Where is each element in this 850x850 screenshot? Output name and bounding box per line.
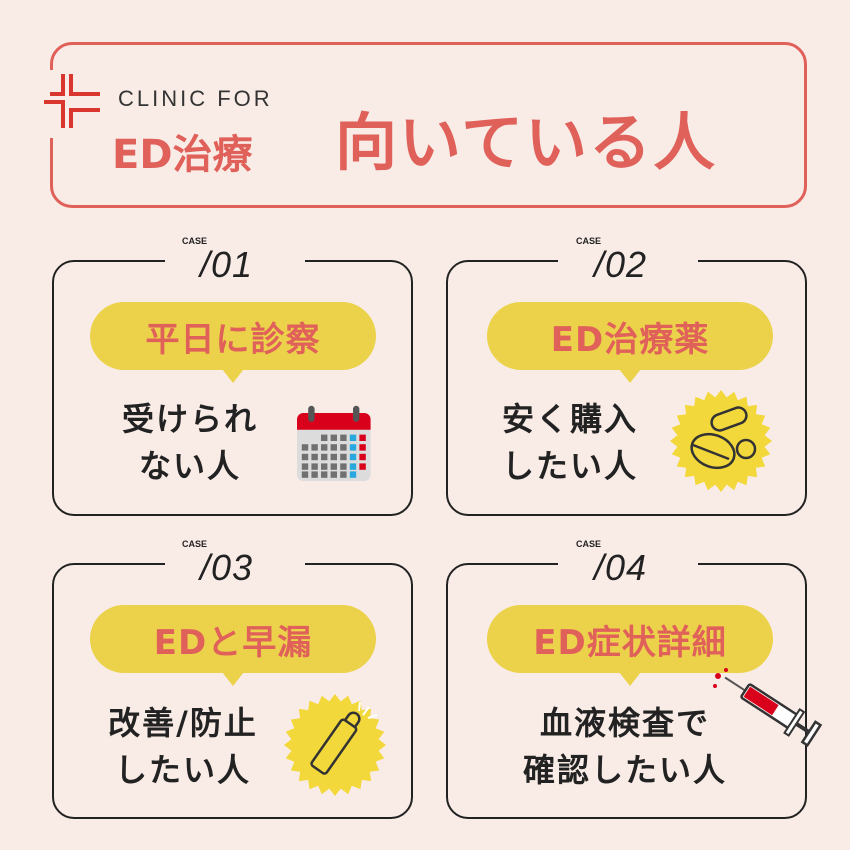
pill-tail (619, 672, 641, 686)
pill-tail (222, 369, 244, 383)
starburst-badge (284, 694, 386, 796)
case-line1: 安く購入 (501, 400, 638, 438)
border-gap (558, 256, 698, 264)
case-label: CASE (182, 539, 208, 549)
logo-ed-treatment: ED治療 (112, 132, 253, 178)
case-body: 血液検査で確認したい人 (500, 700, 750, 794)
case-label: CASE (576, 236, 602, 246)
logo-clinic-for: CLINIC FOR (118, 86, 273, 111)
starburst-badge (670, 390, 772, 492)
calendar-icon (297, 405, 371, 481)
page-title: 向いている人 (335, 106, 718, 179)
case-number: /03 (200, 547, 254, 588)
border-gap (165, 256, 305, 264)
case-line1: 改善/防止 (108, 704, 258, 742)
case-number: /01 (200, 244, 254, 285)
case-body: 安く購入したい人 (470, 396, 670, 490)
case-line2: したい人 (114, 751, 251, 789)
case-pill: EDと早漏 (90, 605, 376, 673)
case-number: /04 (594, 547, 648, 588)
case-line2: 確認したい人 (522, 751, 727, 789)
case-label: CASE (576, 539, 602, 549)
border-gap (165, 559, 305, 567)
case-line1: 血液検査で (539, 704, 710, 742)
case-body: 受けられない人 (90, 396, 290, 490)
case-line2: したい人 (501, 447, 638, 485)
pills-icon (670, 390, 772, 492)
case-body: 改善/防止したい人 (78, 700, 288, 794)
case-line1: 受けられ (121, 400, 258, 438)
border-gap (558, 559, 698, 567)
case-line2: ない人 (138, 447, 241, 485)
case-label: CASE (182, 236, 208, 246)
condom-icon (284, 694, 386, 796)
pill-tail (222, 672, 244, 686)
case-pill: ED治療薬 (487, 302, 773, 370)
clinic-cross-icon (44, 74, 100, 128)
pill-tail (619, 369, 641, 383)
case-pill: ED症状詳細 (487, 605, 773, 673)
syringe-icon (713, 668, 823, 748)
case-pill: 平日に診察 (90, 302, 376, 370)
case-number: /02 (594, 244, 648, 285)
